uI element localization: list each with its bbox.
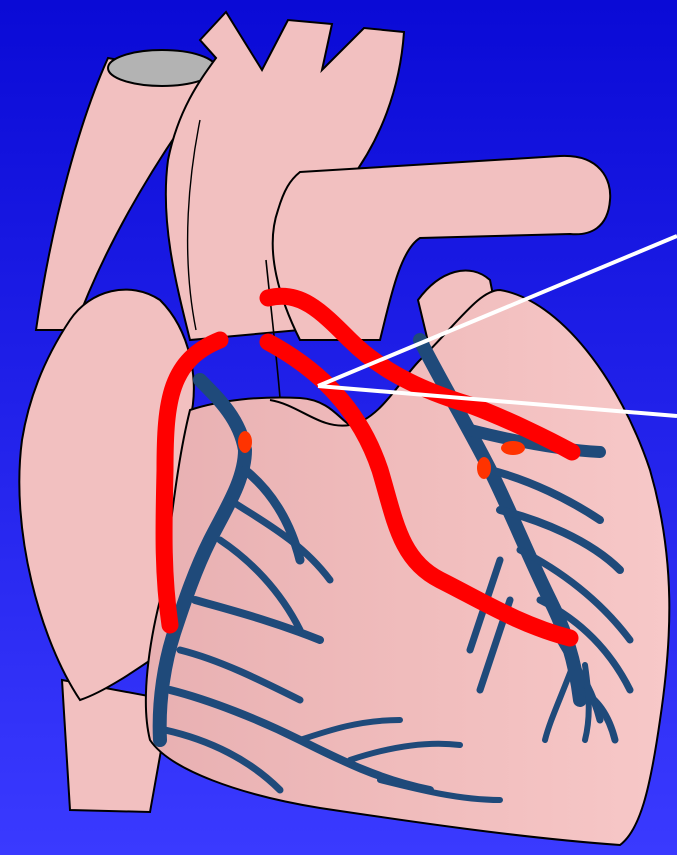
- stenosis-marker-2: [501, 441, 525, 455]
- stenosis-marker-1: [238, 431, 252, 453]
- stenosis-marker-3: [477, 457, 491, 479]
